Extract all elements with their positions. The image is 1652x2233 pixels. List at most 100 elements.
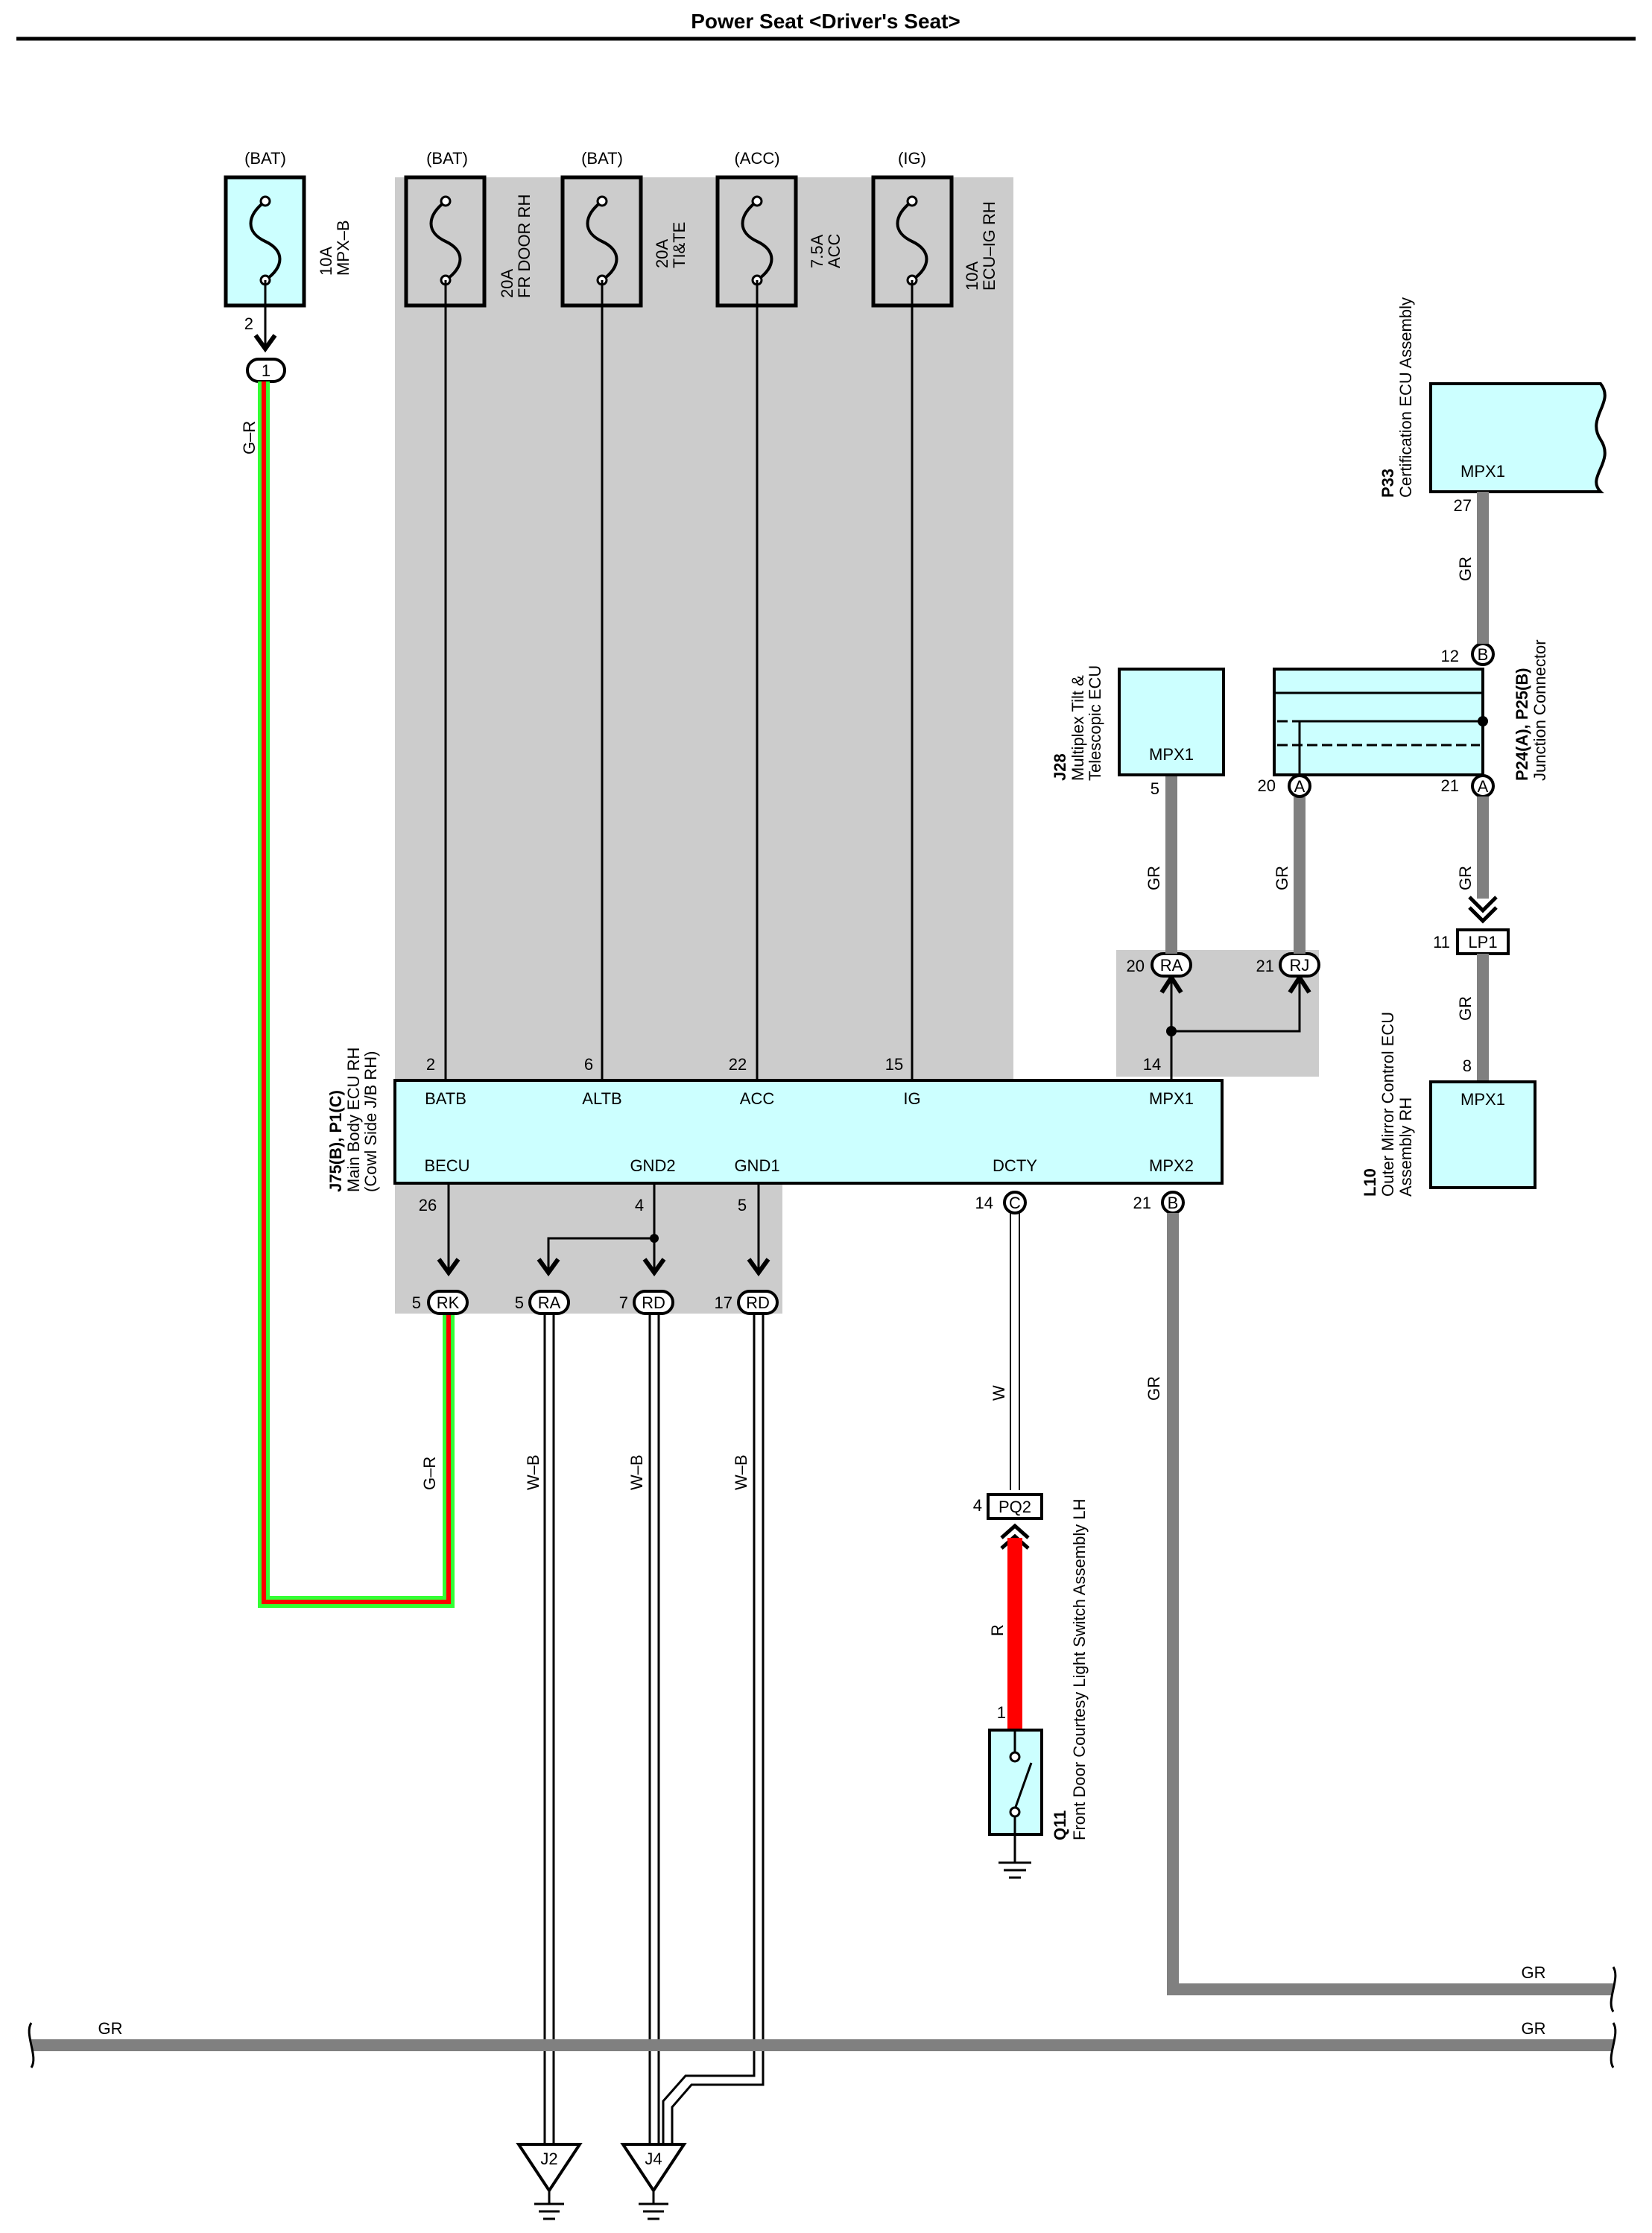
svg-text:J2: J2 [540, 2150, 557, 2168]
svg-text:RD: RD [642, 1293, 665, 1312]
svg-text:(BAT): (BAT) [244, 149, 286, 168]
svg-text:MPX1: MPX1 [1460, 462, 1505, 481]
svg-text:21: 21 [1256, 957, 1274, 975]
svg-text:RA: RA [538, 1293, 561, 1312]
wire-w-b-j4-a [648, 1314, 660, 2144]
fuse-shade-region [395, 177, 1013, 1080]
svg-text:ALTB: ALTB [582, 1089, 621, 1108]
junction-connector: 12 B 20 A 21 A P24(A), P25(B) Junction C… [1258, 639, 1549, 798]
connector-rd-7: 7 RD [619, 1290, 674, 1315]
svg-text:7: 7 [619, 1293, 628, 1312]
svg-text:4: 4 [635, 1196, 644, 1214]
svg-text:ACC: ACC [740, 1089, 775, 1108]
svg-text:G–R: G–R [240, 421, 259, 454]
svg-text:(Cowl Side J/B RH): (Cowl Side J/B RH) [361, 1051, 380, 1192]
connector-rj-top: 21 RJ [1256, 952, 1320, 978]
svg-text:W–B: W–B [627, 1454, 646, 1490]
main-body-ecu: J75(B), P1(C) Main Body ECU RH (Cowl Sid… [326, 1048, 1224, 1192]
svg-text:27: 27 [1454, 496, 1472, 515]
ground-j2: J2 [516, 2143, 583, 2220]
svg-text:GND2: GND2 [630, 1156, 675, 1175]
svg-text:11: 11 [1433, 933, 1450, 951]
svg-text:Outer Mirror Control ECU: Outer Mirror Control ECU [1379, 1012, 1397, 1197]
certification-ecu-p33: MPX1 27 P33 Certification ECU Assembly [1379, 297, 1607, 515]
svg-text:RK: RK [437, 1293, 460, 1312]
mirror-control-ecu-l10: MPX1 8 L10 Outer Mirror Control ECU Asse… [1361, 1012, 1537, 1197]
fuse-ecu-ig-rh: (IG) 10A ECU–IG RH [871, 149, 999, 308]
svg-text:GR: GR [1522, 1963, 1546, 1982]
ground-j4: J4 [620, 2143, 687, 2220]
tilt-telescopic-ecu-j28: MPX1 5 J28 Multiplex Tilt & Telescopic E… [1051, 665, 1225, 798]
svg-text:Certification ECU Assembly: Certification ECU Assembly [1396, 297, 1415, 498]
svg-text:8: 8 [1463, 1057, 1472, 1075]
svg-text:RJ: RJ [1290, 956, 1310, 975]
svg-text:ACC: ACC [825, 233, 844, 268]
svg-text:21: 21 [1441, 776, 1459, 795]
svg-text:P33: P33 [1379, 469, 1397, 498]
connector-ra-top: 20 RA [1127, 952, 1192, 978]
svg-text:Assembly RH: Assembly RH [1396, 1098, 1415, 1197]
svg-text:12: 12 [1441, 647, 1459, 665]
svg-text:L10: L10 [1361, 1168, 1379, 1197]
svg-text:R: R [988, 1624, 1007, 1636]
svg-text:GR: GR [98, 2019, 123, 2038]
svg-text:20: 20 [1127, 957, 1145, 975]
svg-text:22: 22 [729, 1055, 747, 1074]
svg-text:J28: J28 [1051, 753, 1069, 781]
wire-gr-mpx2 [1167, 1213, 1613, 1995]
svg-text:Junction Connector: Junction Connector [1531, 639, 1549, 781]
svg-text:GR: GR [1273, 866, 1291, 890]
svg-text:20A: 20A [498, 269, 516, 298]
svg-text:6: 6 [584, 1055, 593, 1074]
svg-text:20: 20 [1258, 776, 1276, 795]
svg-text:1: 1 [997, 1703, 1006, 1722]
fuse-mpx-b: (BAT) 10A MPX–B [224, 149, 352, 308]
svg-text:C: C [1009, 1194, 1021, 1212]
svg-text:TI&TE: TI&TE [670, 222, 689, 268]
svg-text:MPX1: MPX1 [1460, 1090, 1505, 1109]
door-switch-q11: Q11 Front Door Courtesy Light Switch Ass… [988, 1498, 1089, 1879]
svg-text:2: 2 [426, 1055, 435, 1074]
svg-text:5: 5 [515, 1293, 524, 1312]
svg-text:RD: RD [746, 1293, 770, 1312]
svg-text:(BAT): (BAT) [426, 149, 468, 168]
svg-text:W–B: W–B [732, 1454, 750, 1490]
svg-text:GR: GR [1145, 866, 1163, 890]
svg-text:A: A [1294, 777, 1306, 796]
svg-text:GR: GR [1456, 866, 1475, 890]
svg-text:17: 17 [715, 1293, 732, 1312]
svg-text:G–R: G–R [420, 1457, 439, 1490]
connector-rk: 5 RK [412, 1290, 469, 1315]
svg-text:GR: GR [1522, 2019, 1546, 2038]
svg-text:ECU–IG RH: ECU–IG RH [980, 201, 999, 291]
svg-text:5: 5 [1151, 779, 1159, 798]
svg-text:1: 1 [262, 361, 270, 380]
svg-text:20A: 20A [653, 239, 671, 268]
svg-text:RA: RA [1160, 956, 1183, 975]
svg-text:GR: GR [1456, 996, 1475, 1021]
svg-text:Multiplex Tilt &: Multiplex Tilt & [1069, 675, 1087, 781]
svg-text:IG: IG [903, 1089, 920, 1108]
svg-text:4: 4 [973, 1496, 982, 1515]
svg-text:GR: GR [1456, 557, 1475, 581]
page-title: Power Seat <Driver's Seat> [691, 10, 960, 33]
connector-ra-ground: 5 RA [515, 1290, 570, 1315]
svg-text:5: 5 [738, 1196, 747, 1214]
svg-text:2: 2 [244, 314, 253, 333]
svg-text:14: 14 [1143, 1055, 1161, 1074]
fuse-ti-te: (BAT) 20A TI&TE [560, 149, 689, 308]
svg-text:J4: J4 [645, 2150, 662, 2168]
svg-text:MPX1: MPX1 [1149, 1089, 1194, 1108]
svg-text:5: 5 [412, 1293, 421, 1312]
svg-text:Main Body ECU RH: Main Body ECU RH [344, 1048, 363, 1192]
svg-text:BATB: BATB [425, 1089, 466, 1108]
svg-text:Telescopic ECU: Telescopic ECU [1086, 665, 1104, 781]
svg-text:BECU: BECU [424, 1156, 469, 1175]
svg-text:Front Door Courtesy Light Swit: Front Door Courtesy Light Switch Assembl… [1070, 1498, 1089, 1840]
svg-text:PQ2: PQ2 [999, 1498, 1031, 1516]
svg-text:10A: 10A [317, 247, 335, 276]
svg-text:B: B [1168, 1194, 1179, 1212]
connector-pq2: 4 PQ2 [973, 1493, 1043, 1550]
svg-text:(BAT): (BAT) [581, 149, 623, 168]
